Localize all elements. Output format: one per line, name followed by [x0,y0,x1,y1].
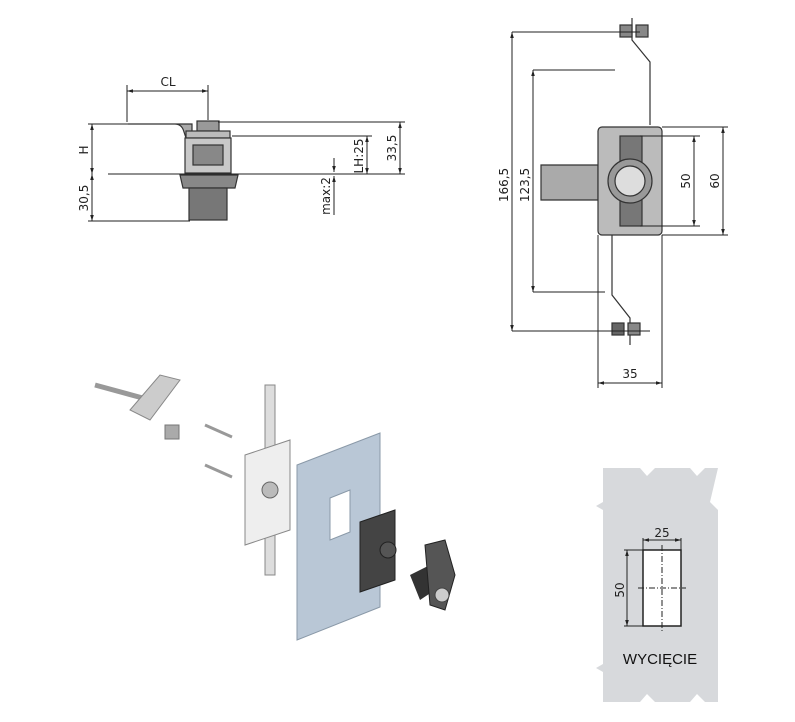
nut [196,120,220,132]
dim-width: 35 [622,367,637,381]
dim-inner: 50 [679,173,693,188]
dim-max: max:2 [319,177,333,215]
dim-total: 33,5 [385,135,399,162]
cutout-width: 25 [654,526,669,540]
bezel [359,509,396,593]
bezel-hole [379,541,397,559]
lower-nut-left [611,322,625,336]
cutout-height: 50 [613,582,627,597]
dim-h: H [77,145,91,154]
nut [164,424,180,440]
screw-upper [204,423,233,439]
screw-lower [204,463,233,479]
bezel [179,174,239,189]
upper-nut-left [619,24,633,38]
dim-bottom: 30,5 [77,185,91,212]
cutout-label: WYCIĘCIE [623,651,697,668]
panel-cutout [329,489,351,541]
front-view: 166,5 123,5 50 60 35 [497,18,728,388]
dim-holes: 123,5 [518,168,532,202]
dim-overall: 166,5 [497,168,511,202]
dim-outer: 60 [708,173,722,188]
cutout-view: 25 50 WYCIĘCIE [596,468,718,702]
cam-lever [129,374,181,421]
side-view: CL H 30,5 LH:25 33,5 max:2 [77,75,405,222]
keyhole-face [614,165,646,197]
housing-hole [261,481,279,499]
handle-body [188,187,228,221]
upper-nut-right [635,24,649,38]
washer [185,130,231,139]
dim-cl: CL [160,75,175,89]
cam-lever [540,164,599,201]
lower-nut-right [627,322,641,336]
housing-core [192,144,224,166]
dim-lh: LH:25 [352,138,366,173]
exploded-view [94,374,456,641]
cam-lever [128,123,193,139]
lock-cylinder [434,587,450,603]
